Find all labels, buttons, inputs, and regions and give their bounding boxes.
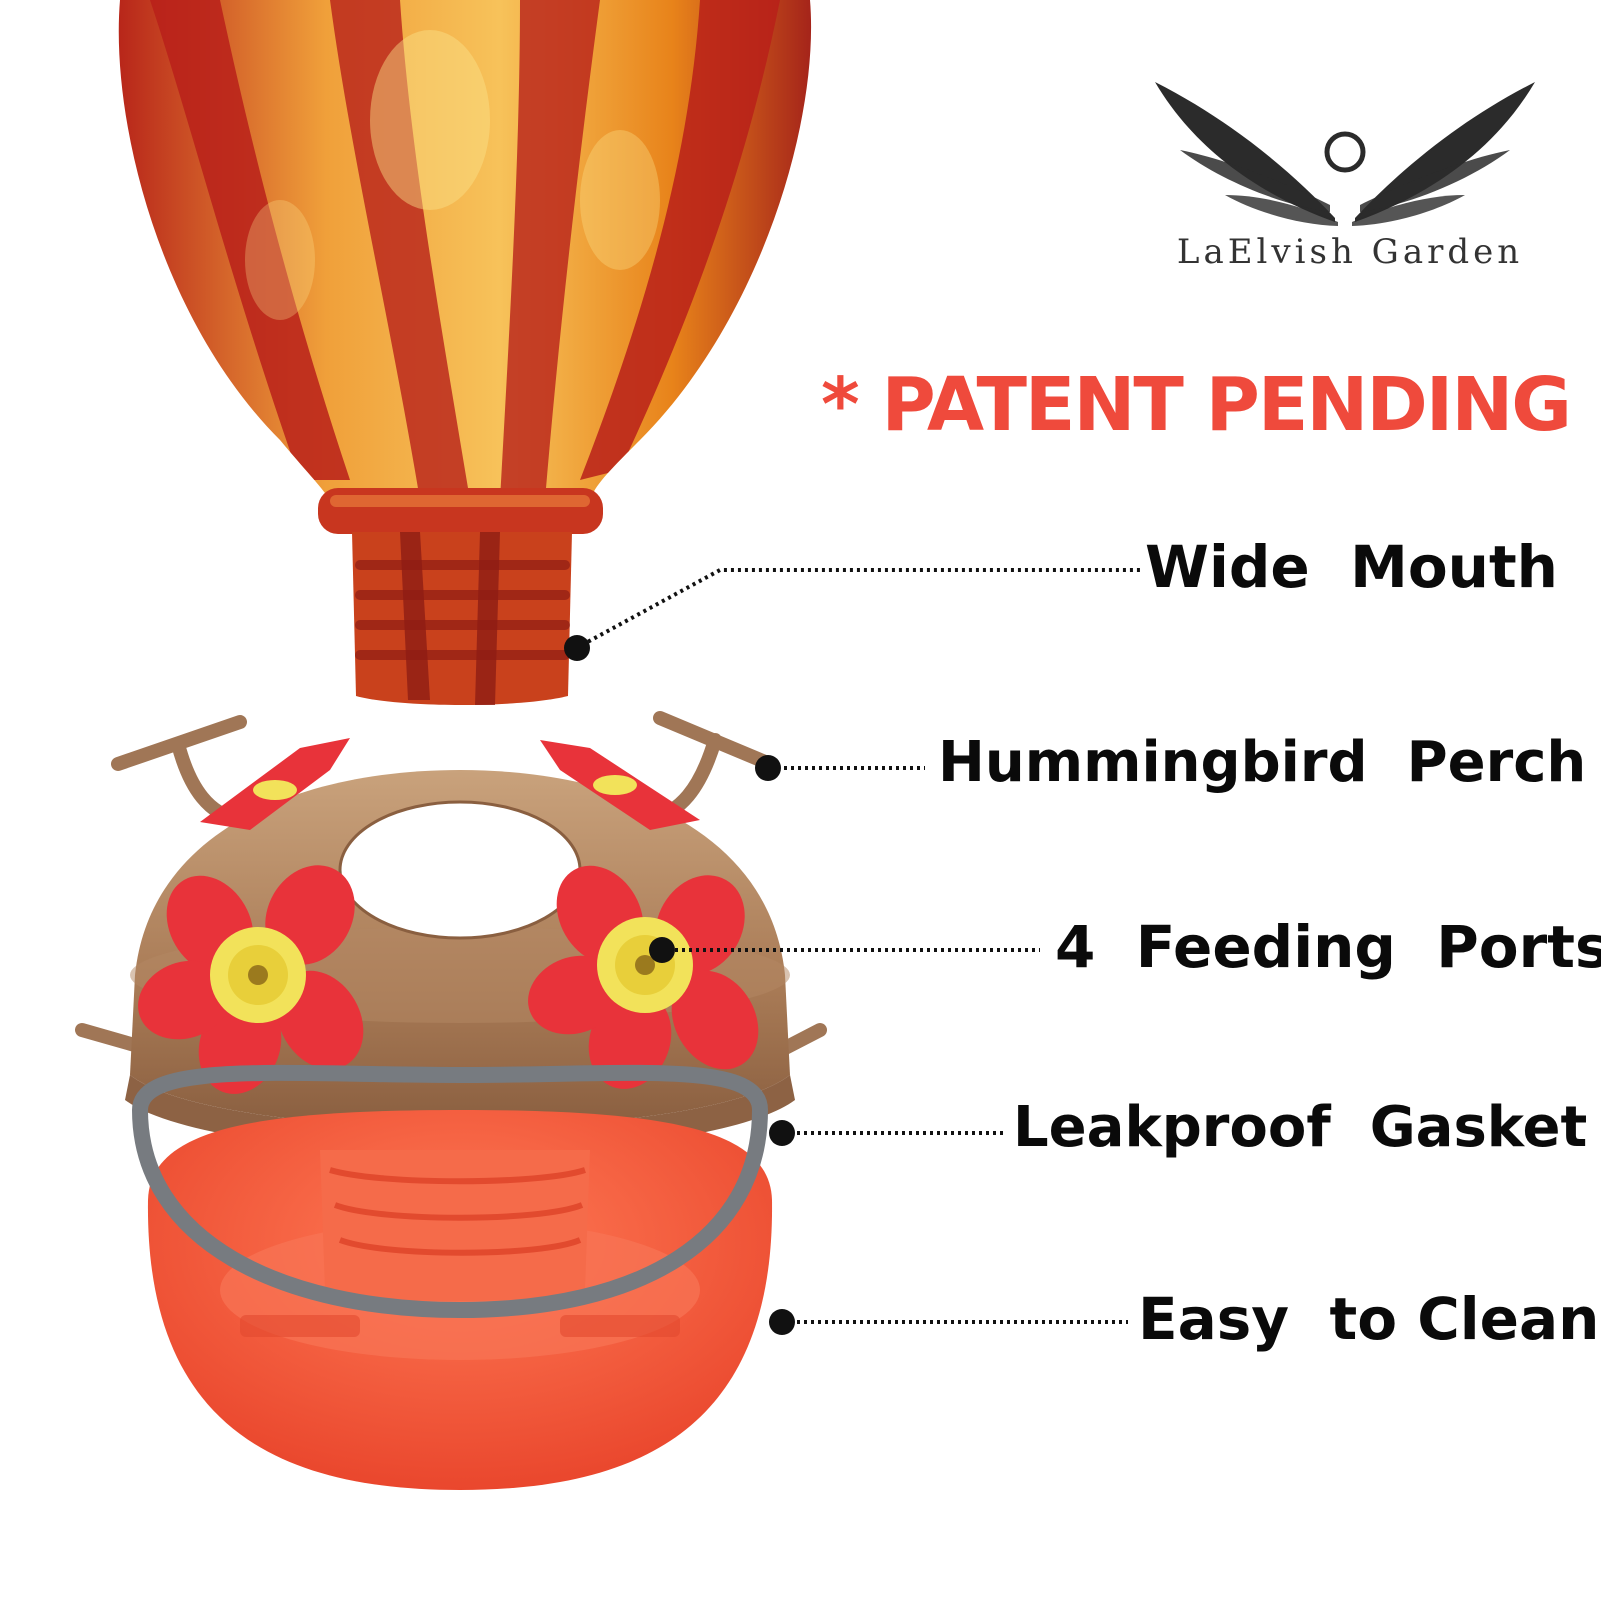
callout-dot-gasket [769, 1120, 795, 1146]
flower-port-back-left [200, 738, 350, 830]
callout-dots [564, 635, 795, 1335]
leakproof-gasket [131, 1064, 769, 1319]
callout-lines [581, 568, 1140, 1324]
feature-label-easy-to-clean: Easy to Clean [1138, 1285, 1600, 1353]
flower-port-back-right [540, 740, 700, 830]
callout-dot-wide-mouth [564, 635, 590, 661]
winged-circle-logo [1155, 82, 1535, 226]
feature-label-leakproof-gasket: Leakproof Gasket [1013, 1095, 1588, 1160]
callout-line-wide-mouth [581, 568, 1140, 647]
base-bowl [147, 1110, 773, 1490]
callout-dot-clean [769, 1309, 795, 1335]
patent-pending-banner: * PATENT PENDING [821, 362, 1572, 448]
brand-name: LaElvish Garden [1176, 232, 1524, 272]
callout-dot-perch [755, 755, 781, 781]
feature-label-hummingbird-perch: Hummingbird Perch [938, 730, 1587, 795]
glass-bottle [118, 0, 812, 705]
callout-dot-ports [649, 937, 675, 963]
feature-label-feeding-ports: 4 Feeding Ports [1055, 913, 1601, 981]
feature-label-wide-mouth: Wide Mouth [1145, 533, 1558, 601]
